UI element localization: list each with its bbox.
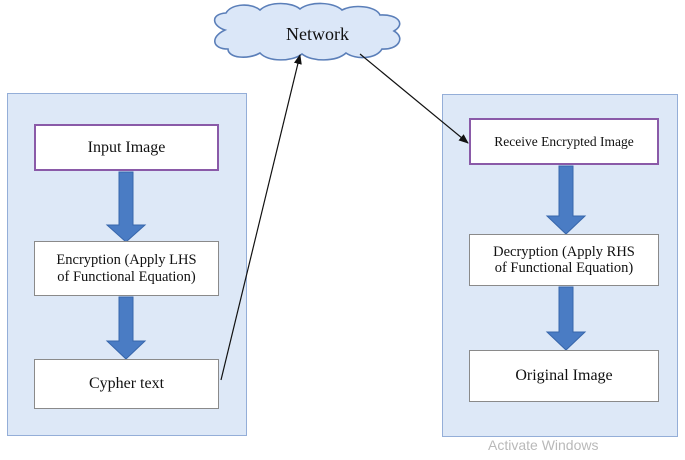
decryption-label-line2: of Functional Equation) [494, 260, 634, 276]
input-image-box: Input Image [34, 124, 219, 171]
encryption-box: Encryption (Apply LHS of Functional Equa… [34, 241, 219, 296]
network-label: Network [286, 24, 349, 44]
original-image-label: Original Image [515, 367, 613, 385]
input-image-label: Input Image [87, 138, 166, 156]
activate-windows-watermark: Activate Windows [488, 437, 599, 453]
cypher-text-box: Cypher text [34, 359, 219, 409]
cypher-text-label: Cypher text [88, 375, 165, 393]
encryption-label-line2: of Functional Equation) [57, 268, 196, 285]
encryption-label: Encryption (Apply LHS of Functional Equa… [56, 252, 196, 284]
receive-encrypted-image-label: Receive Encrypted Image [494, 133, 634, 149]
receive-encrypted-image-box: Receive Encrypted Image [469, 118, 659, 165]
decryption-label-line1: Decryption (Apply RHS [493, 243, 635, 260]
decryption-box: Decryption (Apply RHS of Functional Equa… [469, 234, 659, 286]
decryption-label: Decryption (Apply RHS of Functional Equa… [493, 244, 635, 276]
encryption-label-line1: Encryption (Apply LHS [56, 252, 197, 269]
original-image-box: Original Image [469, 350, 659, 402]
